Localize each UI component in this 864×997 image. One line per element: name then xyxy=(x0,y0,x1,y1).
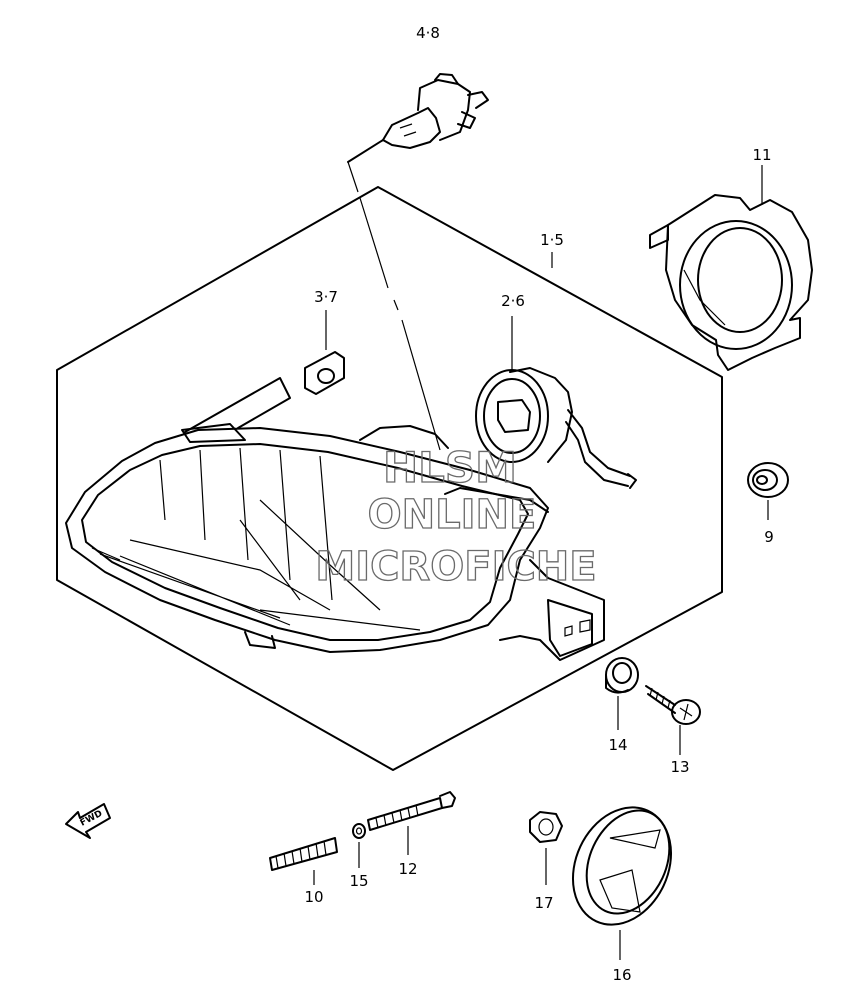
label-socket: 2·6 xyxy=(501,292,525,310)
label-grommet-14: 14 xyxy=(608,736,627,754)
bulb-part[interactable] xyxy=(347,73,489,163)
label-cover: 11 xyxy=(752,146,771,164)
label-nut-17: 17 xyxy=(534,894,553,912)
label-washer-15: 15 xyxy=(349,872,368,890)
screw-13-part[interactable] xyxy=(645,685,701,755)
label-reflector-16: 16 xyxy=(612,966,631,984)
label-housing: 1·5 xyxy=(540,231,564,249)
label-screw-12: 12 xyxy=(398,860,417,878)
label-grommet-9: 9 xyxy=(764,528,774,546)
label-clip: 3·7 xyxy=(314,288,338,306)
clip-part[interactable] xyxy=(304,310,345,395)
washer-15-part[interactable] xyxy=(352,823,366,868)
fwd-arrow-icon: FWD xyxy=(65,803,111,839)
nut-17-part[interactable] xyxy=(529,811,563,885)
bulb-leader-line xyxy=(347,161,441,451)
spring-10-part[interactable] xyxy=(269,837,338,885)
watermark-line-3: MICROFICHE xyxy=(315,544,596,590)
assembly-outline xyxy=(56,186,723,771)
label-bulb: 4·8 xyxy=(416,24,440,42)
watermark-line-2: ONLINE xyxy=(368,492,537,538)
socket-part[interactable] xyxy=(475,316,637,489)
grommet-9-part[interactable] xyxy=(747,462,789,520)
screw-12-part[interactable] xyxy=(367,791,456,855)
headlight-housing-part[interactable] xyxy=(65,377,605,661)
label-spring-10: 10 xyxy=(304,888,323,906)
reflector-16-part[interactable] xyxy=(555,791,690,960)
cover-part[interactable] xyxy=(649,165,813,371)
grommet-14-part[interactable] xyxy=(605,657,639,730)
label-screw-13: 13 xyxy=(670,758,689,776)
watermark-line-1: HLSM xyxy=(383,443,517,492)
